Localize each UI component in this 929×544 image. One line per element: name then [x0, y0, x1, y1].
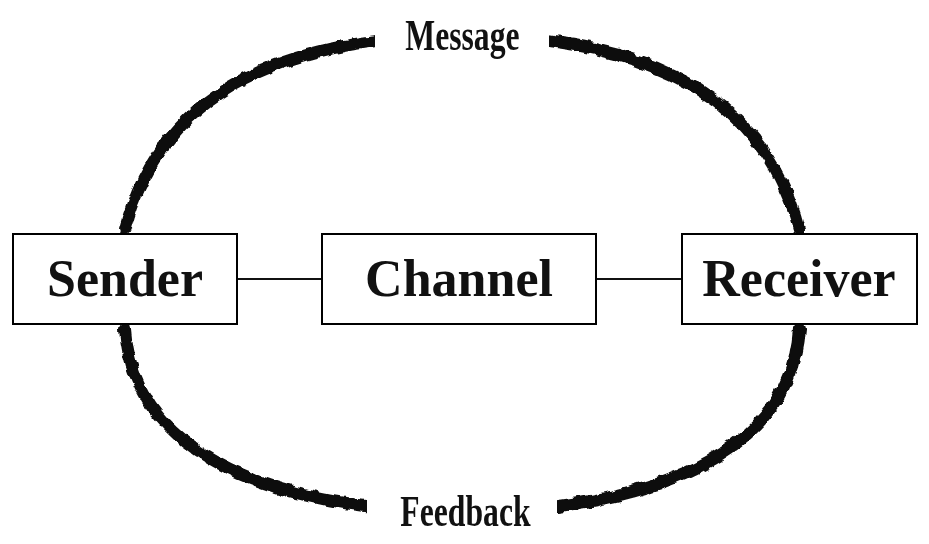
process-box: Sender: [12, 233, 238, 325]
brush-arc: [125, 329, 799, 512]
edge-label-patch: Feedback: [367, 488, 557, 536]
brush-arc: [125, 36, 799, 229]
process-box: Receiver: [681, 233, 918, 325]
connector-line: [597, 278, 681, 280]
edge-label: Message: [405, 14, 519, 58]
process-box: Channel: [321, 233, 597, 325]
box-label: Sender: [47, 253, 203, 305]
box-label: Receiver: [702, 253, 895, 305]
edge-label-patch: Message: [375, 12, 549, 60]
edge-label: Feedback: [400, 490, 530, 534]
connector-line: [238, 278, 321, 280]
box-label: Channel: [365, 253, 553, 305]
